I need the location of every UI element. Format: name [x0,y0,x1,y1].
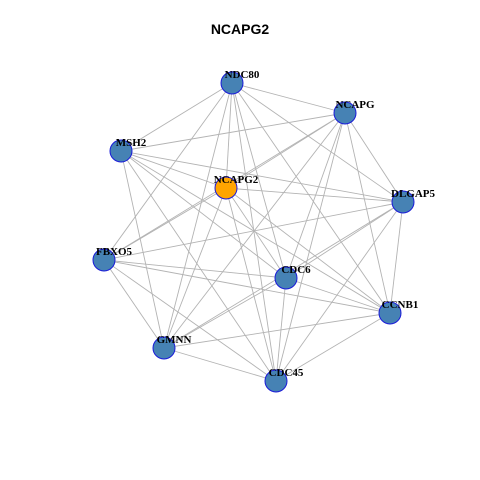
edge-dlgap5-fbxo5 [103,201,404,261]
edge-fbxo5-cdc6 [103,259,287,279]
edge-cdc6-gmnn [163,277,287,349]
node-label-ncapg2: NCAPG2 [214,174,259,186]
node-label-cdc45: CDC45 [269,367,304,379]
edge-fbxo5-gmnn [103,259,165,349]
edges-layer [103,82,404,382]
node-ccnb1 [378,301,402,325]
node-label-cdc6: CDC6 [281,264,311,276]
node-label-dlgap5: DLGAP5 [391,188,436,200]
node-msh2 [109,139,133,163]
edge-ncapg2-dlgap5 [225,187,404,203]
edge-ncapg2-cdc45 [225,187,277,382]
node-fbxo5 [92,248,116,272]
edge-ndc80-gmnn [163,82,233,349]
node-label-ncapg: NCAPG [335,99,375,111]
edge-ncapg-ccnb1 [344,112,391,314]
edge-fbxo5-cdc45 [103,259,277,382]
edge-ncapg-cdc45 [275,112,346,382]
edge-ndc80-ncapg [231,82,346,114]
edge-ncapg2-gmnn [163,187,227,349]
node-label-ccnb1: CCNB1 [382,299,419,311]
edge-ncapg-msh2 [120,112,346,152]
node-cdc6 [274,266,298,290]
edge-ncapg2-cdc6 [225,187,287,279]
edge-ncapg2-ccnb1 [225,187,391,314]
edge-fbxo5-ccnb1 [103,259,391,314]
edge-dlgap5-ccnb1 [389,201,404,314]
nodes-layer [92,71,415,393]
node-gmnn [152,336,176,360]
node-ncapg2 [214,176,238,200]
edge-msh2-dlgap5 [120,150,404,203]
edge-ndc80-ncapg2 [225,82,233,189]
edge-gmnn-cdc45 [163,347,277,382]
node-label-fbxo5: FBXO5 [96,246,133,258]
edge-dlgap5-cdc45 [275,201,404,382]
edge-ndc80-dlgap5 [231,82,404,203]
edge-msh2-cdc45 [120,150,277,382]
edge-ncapg2-fbxo5 [103,187,227,261]
plot-title: NCAPG2 [210,21,270,37]
edge-cdc6-ccnb1 [285,277,391,314]
edge-ccnb1-cdc45 [275,312,391,382]
edge-ndc80-cdc45 [231,82,277,382]
edge-msh2-ncapg2 [120,150,227,189]
edge-ndc80-msh2 [120,82,233,152]
node-label-ndc80: NDC80 [225,69,260,81]
edge-ccnb1-gmnn [163,312,391,349]
edge-msh2-gmnn [120,150,165,349]
edge-ncapg-dlgap5 [344,112,404,203]
edge-ndc80-cdc6 [231,82,287,279]
edge-ndc80-ccnb1 [231,82,391,314]
edge-msh2-cdc6 [120,150,287,279]
edge-ndc80-fbxo5 [103,82,233,261]
node-cdc45 [264,369,288,393]
node-label-msh2: MSH2 [116,137,147,149]
node-ndc80 [220,71,244,95]
node-label-gmnn: GMNN [157,334,192,346]
edge-dlgap5-cdc6 [285,201,404,279]
node-ncapg [333,101,357,125]
node-dlgap5 [391,190,415,214]
